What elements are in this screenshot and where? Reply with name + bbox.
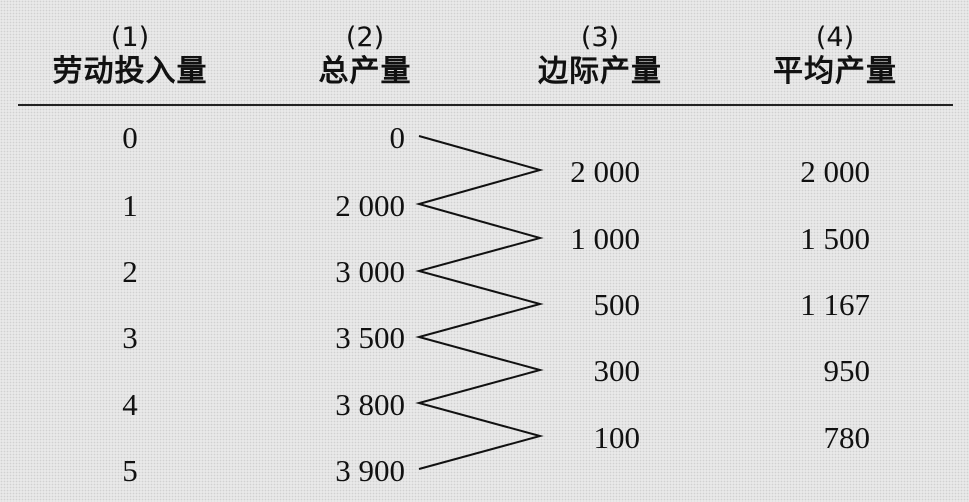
header-number: (4) [815, 22, 855, 53]
total-product-cell: 2 000 [335, 188, 405, 223]
total-product-cell: 3 800 [335, 387, 405, 422]
labor-input-cell: 5 [122, 453, 138, 488]
header-total-product: (2) 总产量 [275, 24, 455, 87]
zigzag-line [415, 135, 544, 470]
marginal-product-cell: 1 000 [570, 221, 640, 256]
marginal-product-cell: 300 [593, 353, 641, 388]
total-product-cell: 0 [389, 120, 406, 155]
labor-input-cell: 4 [122, 387, 138, 422]
header-average-product: (4) 平均产量 [740, 24, 930, 87]
header-number: (3) [580, 22, 620, 53]
header-number: (2) [345, 22, 385, 53]
labor-input-cell: 3 [122, 320, 138, 355]
header-title: 平均产量 [773, 54, 897, 89]
average-product-cell: 1 167 [800, 287, 870, 322]
average-product-cell: 950 [823, 353, 871, 388]
header-title: 总产量 [318, 54, 412, 89]
header-labor-input: (1) 劳动投入量 [30, 24, 230, 87]
header-divider [18, 104, 953, 106]
marginal-product-cell: 500 [593, 287, 641, 322]
header-title: 劳动投入量 [52, 54, 208, 89]
average-product-cell: 1 500 [800, 221, 870, 256]
marginal-product-cell: 100 [593, 420, 641, 455]
total-product-cell: 3 000 [335, 254, 405, 289]
labor-input-cell: 2 [122, 254, 138, 289]
header-marginal-product: (3) 边际产量 [505, 24, 695, 87]
average-product-cell: 780 [823, 420, 871, 455]
header-title: 边际产量 [538, 54, 662, 89]
marginal-product-cell: 2 000 [570, 154, 640, 189]
header-number: (1) [110, 22, 150, 53]
labor-input-cell: 0 [122, 120, 138, 155]
total-product-cell: 3 500 [335, 320, 405, 355]
average-product-cell: 2 000 [800, 154, 870, 189]
labor-input-cell: 1 [122, 188, 138, 223]
total-product-cell: 3 900 [335, 453, 405, 488]
